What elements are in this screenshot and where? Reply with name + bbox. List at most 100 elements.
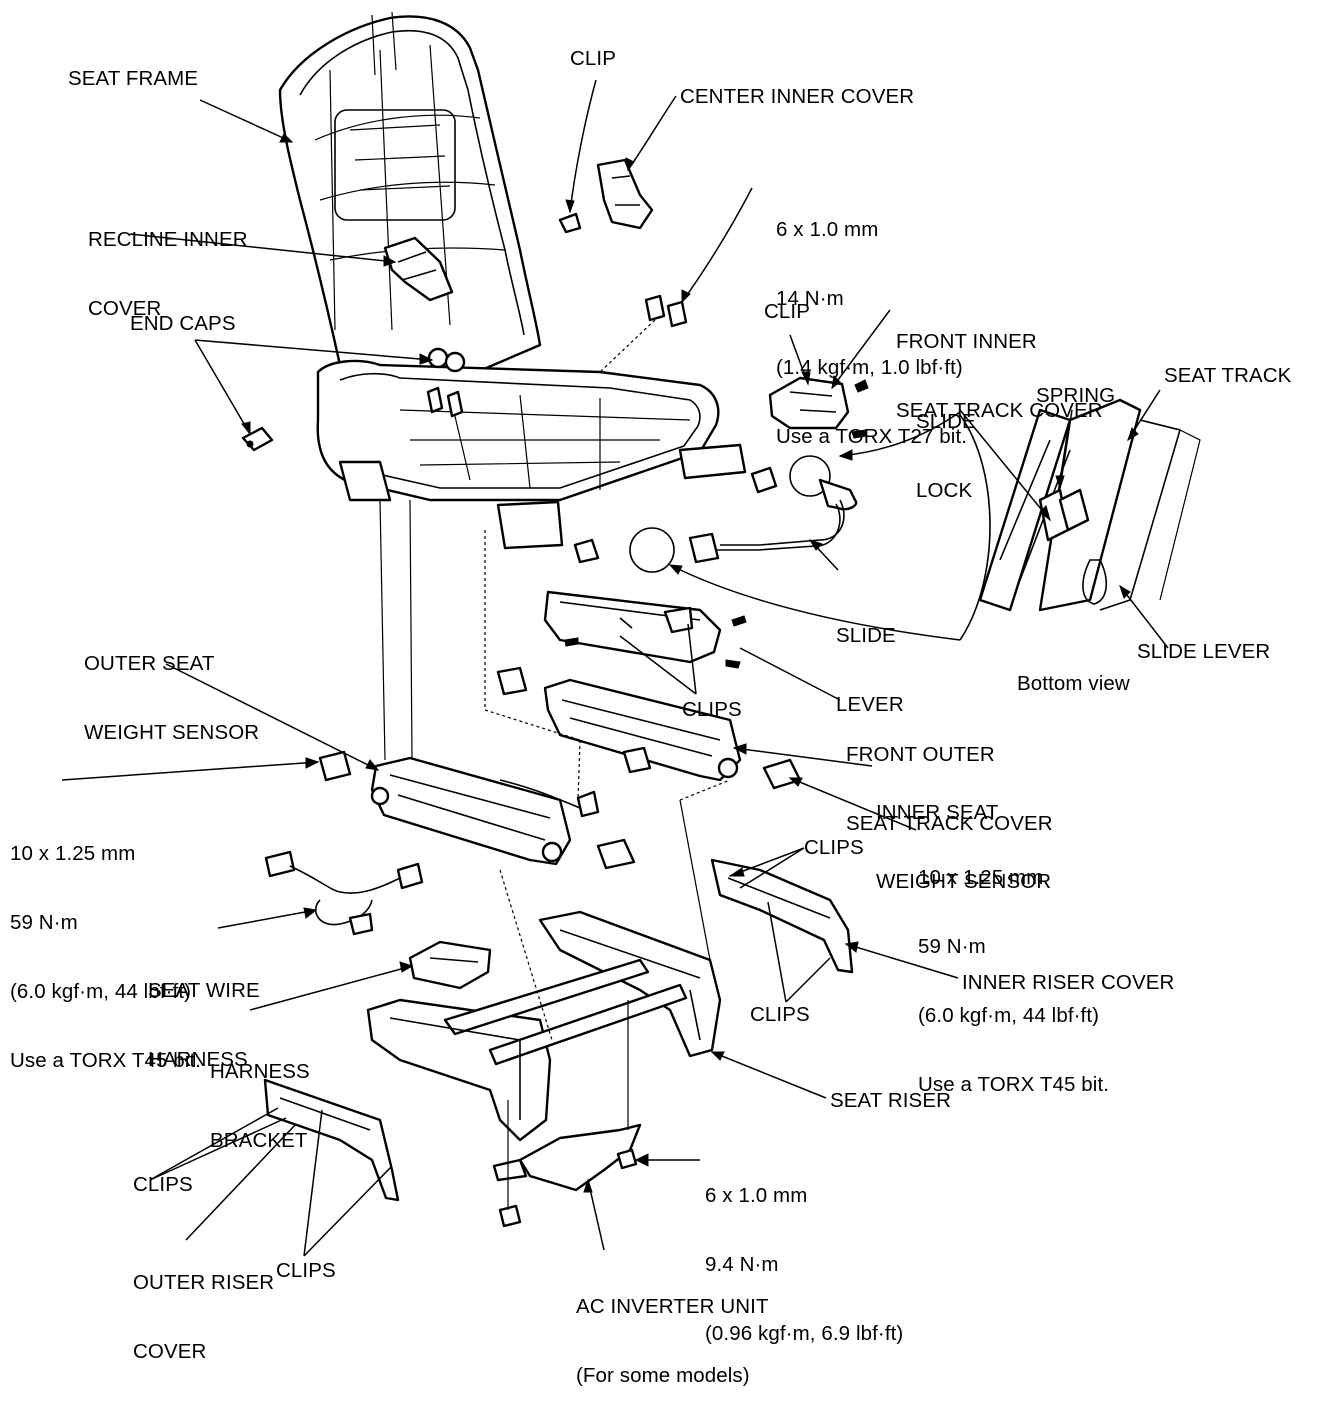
arrow-heads <box>241 133 1139 1193</box>
label-line: Use a TORX T45 bit. <box>10 1049 202 1072</box>
label-line: SEAT TRACK COVER <box>846 812 1053 835</box>
label-line: INNER SEAT <box>876 801 999 824</box>
label-bottom-view: Bottom view <box>1017 672 1130 695</box>
label-bolt-t45-right: 10 x 1.25 mm 59 N·m (6.0 kgf·m, 44 lbf·f… <box>918 820 1109 1119</box>
label-line: CLIPS <box>804 836 864 859</box>
label-clip-top: CLIP <box>570 47 616 70</box>
label-line: SEAT FRAME <box>68 67 199 90</box>
label-line: CLIP <box>570 47 616 70</box>
ac-inverter-unit-drawing <box>492 1123 642 1228</box>
label-line: FRONT OUTER <box>846 743 995 766</box>
label-inner-seat-weight-sensor: INNER SEAT WEIGHT SENSOR <box>876 755 1051 916</box>
label-line: (6.0 kgf·m, 44 lbf·ft) <box>918 1004 1100 1027</box>
label-clips-left: CLIPS <box>133 1173 193 1196</box>
label-seat-riser: SEAT RISER <box>830 1089 951 1112</box>
label-line: OUTER RISER <box>133 1271 275 1294</box>
label-line: HARNESS <box>210 1060 310 1083</box>
label-line: SEAT TRACK <box>1164 364 1292 387</box>
leader-lines <box>61 79 1169 1257</box>
exploded-seat-diagram: SEAT FRAME CLIP CENTER INNER COVER RECLI… <box>10 11 1292 1387</box>
label-line: SEAT RISER <box>830 1089 951 1112</box>
label-bolt-t27: 6 x 1.0 mm 14 N·m (1.4 kgf·m, 1.0 lbf·ft… <box>776 172 967 471</box>
label-center-inner-cover: CENTER INNER COVER <box>680 85 914 108</box>
label-line: 59 N·m <box>10 911 78 934</box>
label-line: CLIPS <box>750 1003 810 1026</box>
label-line: (6.0 kgf·m, 44 lbf·ft) <box>10 980 192 1003</box>
label-line: WEIGHT SENSOR <box>876 870 1052 893</box>
label-line: SLIDE <box>836 624 896 647</box>
label-front-inner-seat-track-cover: FRONT INNER SEAT TRACK COVER <box>896 284 1103 445</box>
label-line: CLIPS <box>276 1259 336 1282</box>
label-line: WEIGHT SENSOR <box>84 721 260 744</box>
label-line: 6 x 1.0 mm <box>776 218 879 241</box>
label-harness-bracket: HARNESS BRACKET <box>210 1014 310 1175</box>
label-line: CLIP <box>764 300 810 323</box>
label-recline-inner-cover: RECLINE INNER COVER <box>88 182 248 343</box>
center-inner-cover-drawing <box>596 158 654 230</box>
label-line: HARNESS <box>148 1048 248 1071</box>
label-slide-lever-center: SLIDE LEVER <box>836 578 904 739</box>
label-seat-wire-harness: SEAT WIRE HARNESS <box>148 933 260 1094</box>
bolts-t27-drawing <box>599 294 688 373</box>
label-line: 10 x 1.25 mm <box>918 866 1044 889</box>
label-seat-track: SEAT TRACK <box>1164 364 1291 387</box>
label-line: 6 x 1.0 mm <box>705 1184 808 1207</box>
label-line: BRACKET <box>210 1129 308 1152</box>
label-line: SPRING <box>1036 384 1116 407</box>
label-line: SEAT WIRE <box>148 979 260 1002</box>
label-line: SLIDE <box>916 410 976 433</box>
label-line: 14 N·m <box>776 287 844 310</box>
seat-riser-drawing <box>366 910 722 1142</box>
slide-lever-drawing <box>629 455 858 573</box>
label-front-outer-seat-track-cover: FRONT OUTER SEAT TRACK COVER <box>846 697 1053 858</box>
label-line: RECLINE INNER <box>88 228 248 251</box>
label-line: LOCK <box>916 479 973 502</box>
label-end-caps: END CAPS <box>130 312 236 335</box>
end-caps-loose <box>241 426 274 452</box>
label-slide-lever-right: SLIDE LEVER <box>1137 640 1270 663</box>
label-line: (For some models) <box>576 1364 750 1387</box>
label-line: FRONT INNER <box>896 330 1037 353</box>
label-line: (1.4 kgf·m, 1.0 lbf·ft) <box>776 356 963 379</box>
label-line: CLIPS <box>133 1173 193 1196</box>
label-line: Use a TORX T27 bit. <box>776 425 968 448</box>
seat-wire-harness-drawing <box>264 850 424 936</box>
outer-riser-cover-drawing <box>263 1078 400 1202</box>
label-line: CLIPS <box>682 698 742 721</box>
diagram-artwork <box>61 11 1201 1257</box>
label-slide-lock: SLIDE LOCK <box>916 364 976 525</box>
seat-frame-drawing <box>278 11 747 550</box>
label-clips-right-upper: CLIPS <box>804 836 864 859</box>
label-line: SLIDE LEVER <box>1137 640 1271 663</box>
outer-seat-weight-sensor-drawing <box>318 750 636 870</box>
inner-riser-cover-drawing <box>710 858 854 974</box>
harness-bracket-drawing <box>408 940 492 990</box>
label-line: Use a TORX T45 bit. <box>918 1073 1110 1096</box>
clip-top-drawing <box>558 212 582 234</box>
label-clip-mid: CLIP <box>764 300 810 323</box>
label-spring: SPRING <box>1036 384 1115 407</box>
label-inner-riser-cover: INNER RISER COVER <box>962 971 1174 994</box>
label-line: OUTER SEAT <box>84 652 215 675</box>
label-clips-center: CLIPS <box>682 698 742 721</box>
label-bolt-t45-left: 10 x 1.25 mm 59 N·m (6.0 kgf·m, 44 lbf·f… <box>10 796 201 1095</box>
label-line: AC INVERTER UNIT <box>576 1295 769 1318</box>
label-clips-bottom: CLIPS <box>276 1259 336 1282</box>
label-line: CENTER INNER COVER <box>680 85 915 108</box>
alignment-lines <box>379 499 731 1210</box>
label-line: 10 x 1.25 mm <box>10 842 136 865</box>
label-outer-seat-weight-sensor: OUTER SEAT WEIGHT SENSOR <box>84 606 259 767</box>
label-line: 59 N·m <box>918 935 986 958</box>
label-line: COVER <box>88 297 162 320</box>
front-outer-seat-track-cover-drawing <box>543 590 747 669</box>
label-line: 9.4 N·m <box>705 1253 779 1276</box>
label-clips-right-lower: CLIPS <box>750 1003 810 1026</box>
label-line: SEAT TRACK COVER <box>896 399 1103 422</box>
label-seat-frame: SEAT FRAME <box>68 67 198 90</box>
label-line: Bottom view <box>1017 672 1130 695</box>
label-ac-inverter-unit: AC INVERTER UNIT (For some models) <box>576 1249 769 1410</box>
label-line: END CAPS <box>130 312 236 335</box>
label-line: INNER RISER COVER <box>962 971 1175 994</box>
bolt-track-drawing <box>573 466 778 564</box>
label-line: LEVER <box>836 693 904 716</box>
